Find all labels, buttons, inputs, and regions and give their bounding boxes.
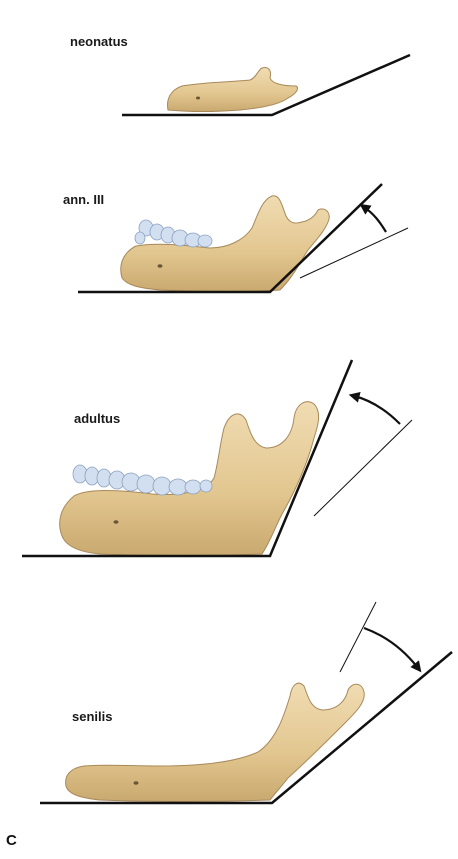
reference-line-adultus [314, 420, 412, 516]
angle-arrow-senilis [364, 628, 418, 668]
stage-neonatus: neonatus [70, 34, 410, 115]
teeth-adultus [73, 465, 212, 495]
mandible-ann-iii [121, 196, 330, 292]
stage-label-adultus: adultus [74, 411, 120, 426]
angle-arrow-ann-iii [364, 207, 386, 232]
stage-adultus: adultus [22, 360, 412, 556]
stage-label-senilis: senilis [72, 709, 112, 724]
panel-letter: C [6, 832, 17, 849]
stage-label-ann-iii: ann. III [63, 192, 104, 207]
mandible-senilis [66, 683, 365, 801]
reference-line-senilis [340, 602, 376, 672]
angle-arrow-adultus [354, 396, 400, 424]
stage-label-neonatus: neonatus [70, 34, 128, 49]
mandible-neonatus [168, 67, 298, 111]
stage-senilis: senilis [40, 602, 452, 803]
teeth-ann-iii [135, 220, 212, 247]
stage-ann-iii: ann. III [63, 184, 408, 292]
